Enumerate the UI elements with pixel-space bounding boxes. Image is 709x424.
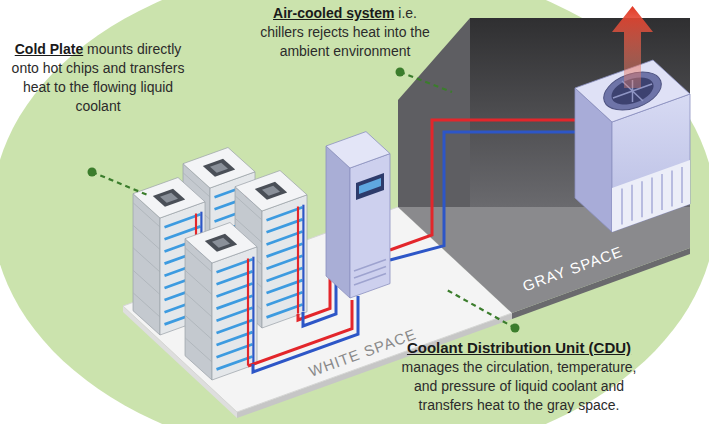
leader-line bbox=[92, 172, 150, 196]
callout-text: Cold Platemounts directly onto hot chips… bbox=[10, 40, 186, 116]
return-pipe bbox=[303, 282, 336, 326]
supply-pipe bbox=[390, 120, 590, 250]
leader-line bbox=[447, 290, 515, 328]
return-pipe bbox=[390, 132, 594, 260]
callout-heading: Coolant Distribution Unit (CDU) bbox=[388, 338, 650, 358]
leader-line bbox=[400, 72, 452, 92]
callout-text: Coolant Distribution Unit (CDU)manages t… bbox=[388, 338, 650, 415]
heat-arrow bbox=[612, 6, 653, 88]
chiller-grille bbox=[622, 167, 682, 225]
cdu-grille bbox=[354, 260, 386, 286]
cdu-screen bbox=[359, 178, 381, 194]
chiller-grille-panel bbox=[612, 160, 690, 232]
leader-dot bbox=[511, 324, 520, 333]
cdu-display bbox=[356, 173, 384, 200]
leader-lines bbox=[88, 68, 520, 333]
cdu-front bbox=[350, 154, 390, 298]
gray-space-floor bbox=[398, 207, 690, 313]
callout-heading: Cold Plate bbox=[15, 41, 83, 57]
server-rack bbox=[185, 223, 257, 381]
cdu-unit bbox=[326, 132, 390, 298]
callout-body: manages the circulation, temperature, an… bbox=[388, 358, 650, 415]
cdu-side bbox=[326, 146, 350, 298]
leader-dot bbox=[396, 68, 405, 77]
cdu-top bbox=[326, 132, 390, 168]
callout-text: Air-cooled systemi.e. chillers rejects h… bbox=[250, 4, 440, 61]
leader-dot bbox=[88, 168, 97, 177]
callout-heading: Air-cooled system bbox=[273, 5, 394, 21]
